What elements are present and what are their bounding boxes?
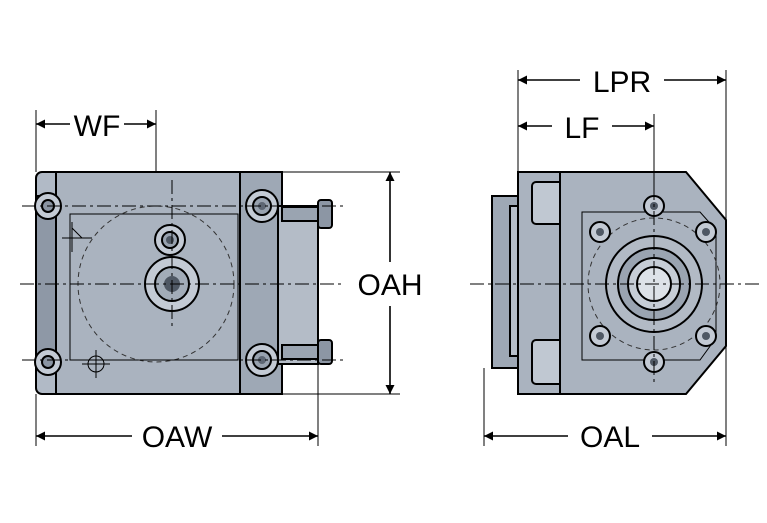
- dimension-lf: LF: [518, 112, 655, 186]
- center-bolt-small: [154, 224, 186, 256]
- plate-rim: [35, 195, 59, 367]
- coolant-marker-top: [62, 222, 92, 252]
- head-bolts: [589, 195, 717, 373]
- side-view: [470, 171, 760, 395]
- front-view: [20, 171, 345, 395]
- coolant-tube-bottom: [281, 344, 321, 360]
- bolt-top-right: [245, 189, 279, 223]
- spindle-housing: [277, 205, 319, 365]
- dim-label-oaw: OAW: [142, 421, 213, 454]
- corner-bolt-bottom-left: [34, 348, 62, 376]
- tube-fitting-bottom: [317, 339, 333, 365]
- coolant-marker-bottom: [82, 350, 110, 378]
- dimension-oal: OAL: [483, 346, 727, 454]
- dim-label-wf: WF: [74, 110, 121, 143]
- dimension-wf: WF: [35, 110, 157, 172]
- dimension-oaw: OAW: [35, 364, 319, 454]
- dimension-lpr: LPR: [517, 66, 727, 220]
- dim-label-lpr: LPR: [593, 66, 651, 99]
- dim-label-lf: LF: [564, 112, 599, 145]
- dim-label-oal: OAL: [580, 421, 640, 454]
- dim-label-oah: OAH: [357, 269, 422, 302]
- coolant-tube-top: [281, 206, 321, 222]
- bolt-bottom-right: [245, 343, 279, 377]
- tube-fitting-top: [317, 199, 333, 229]
- dimension-oah: OAH: [278, 171, 423, 395]
